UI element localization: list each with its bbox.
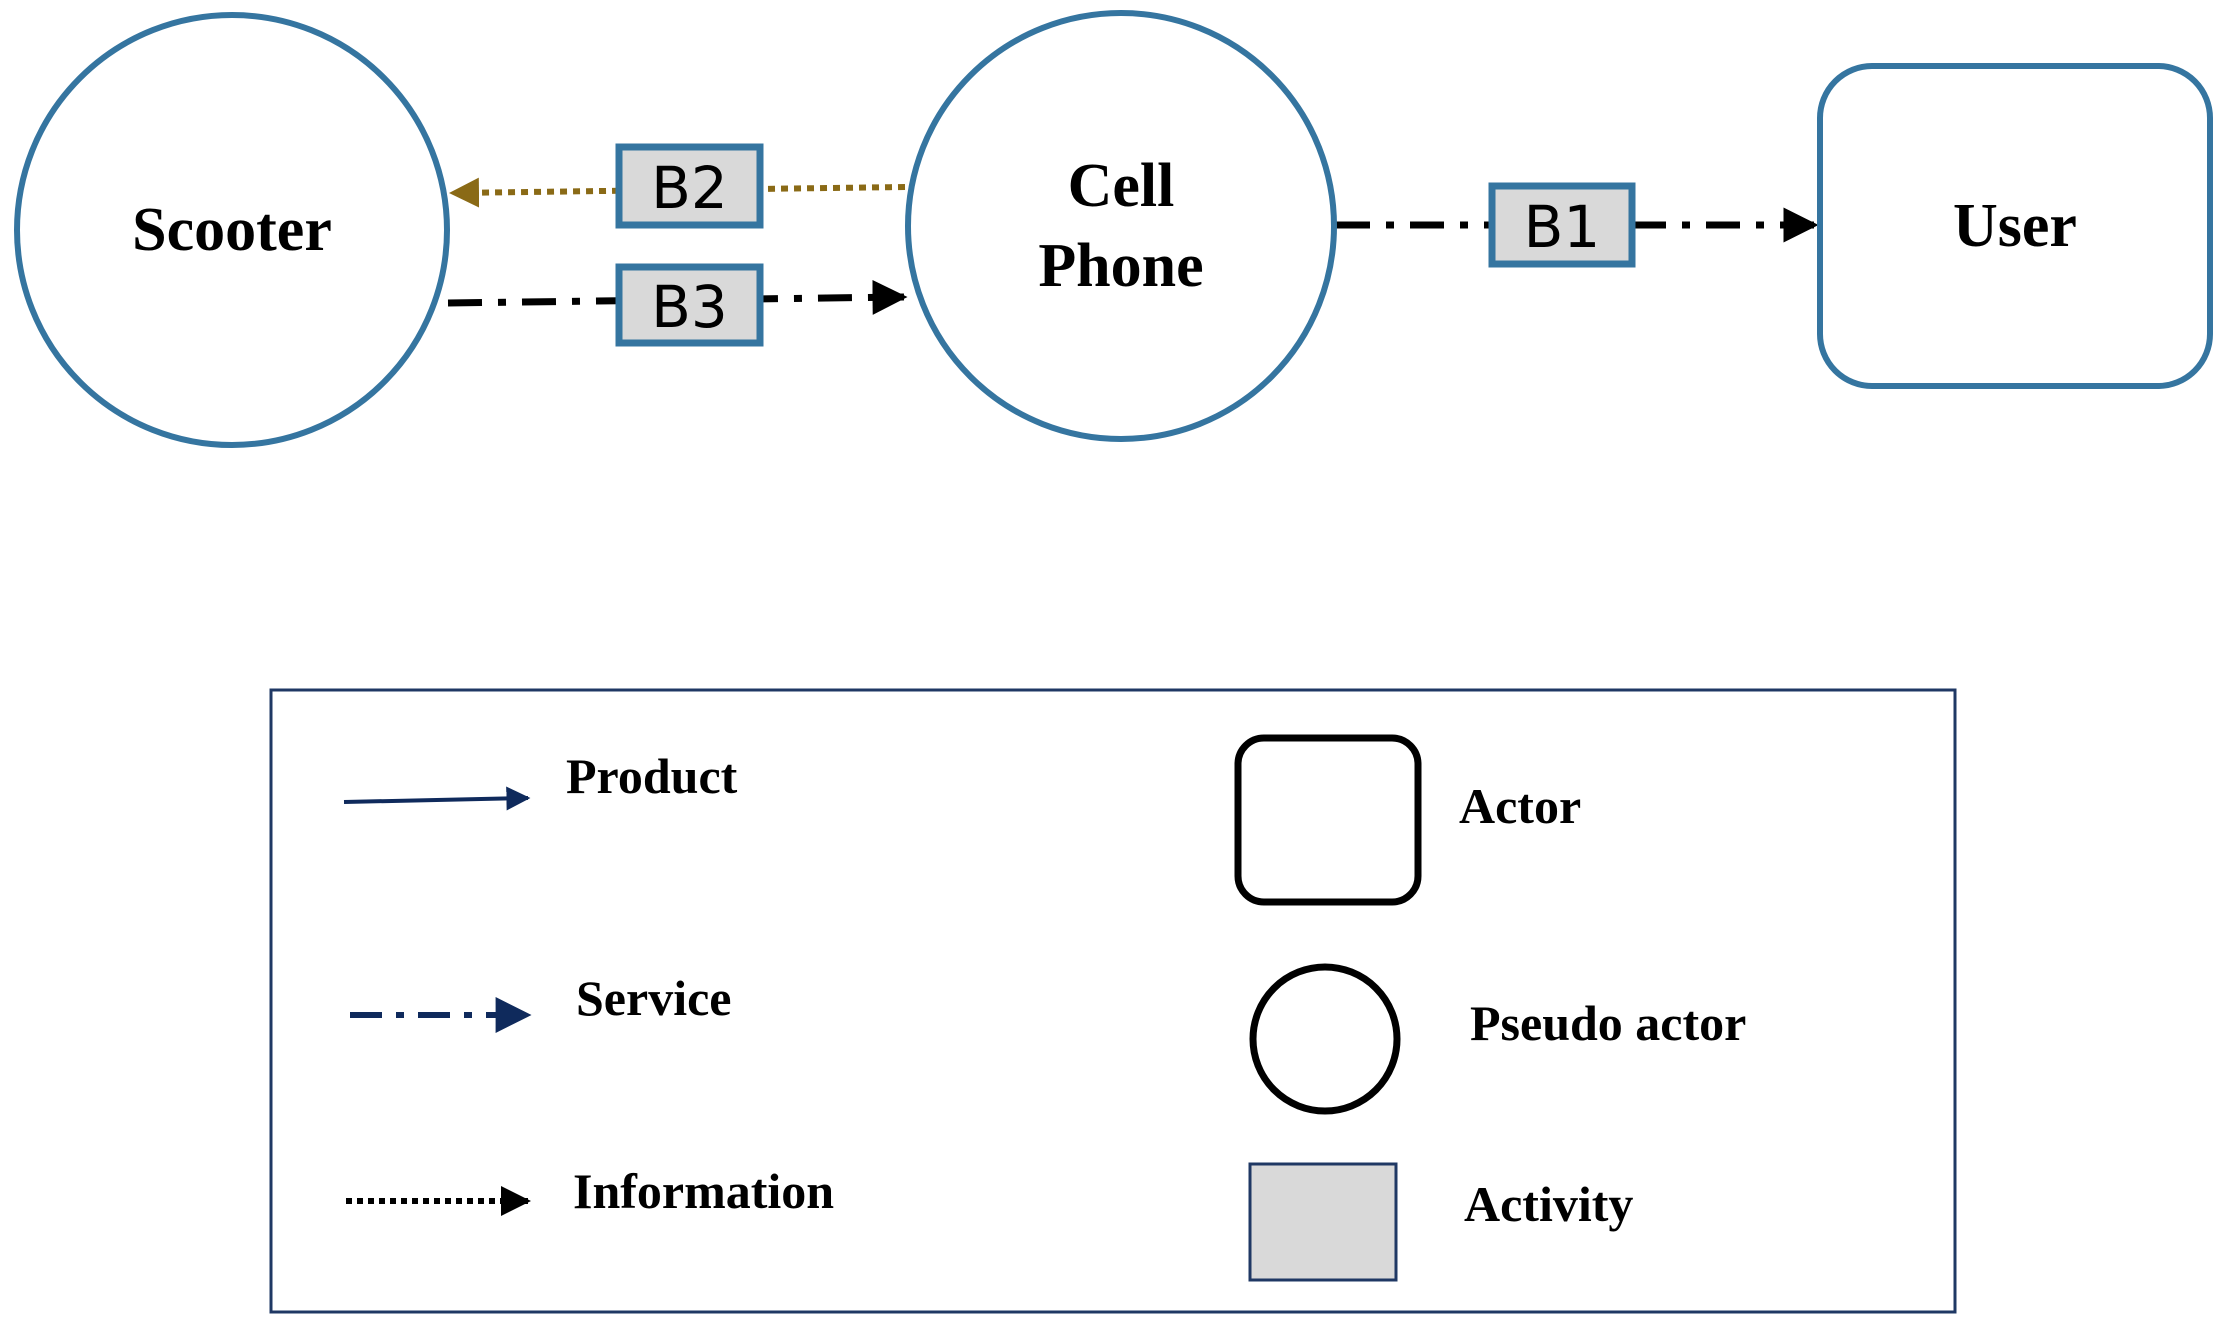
scooter-circle: [14, 12, 450, 448]
activity-b2-label: B2: [651, 154, 728, 222]
node-user: User: [1817, 63, 2213, 389]
activity-b1-box: [1488, 182, 1636, 268]
cell-phone-label-line1: Cell: [1068, 152, 1175, 220]
legend-activity-label: Activity: [1464, 1176, 1633, 1232]
activity-b3-label: B3: [651, 273, 728, 341]
activity-b2-box: [615, 143, 764, 229]
legend-information-label: Information: [573, 1163, 834, 1219]
scooter-label: Scooter: [132, 196, 332, 264]
activity-b3: B3: [615, 263, 764, 347]
legend-actor-label: Actor: [1459, 778, 1581, 834]
legend-actor-symbol: [1234, 734, 1422, 906]
activity-b3-box: [615, 263, 764, 347]
user-label: User: [1953, 192, 2077, 260]
legend-pseudo-actor-symbol: [1249, 963, 1401, 1115]
legend-pseudo-actor-label: Pseudo actor: [1470, 995, 1746, 1051]
legend-frame: [269, 688, 1957, 1314]
user-rounded-rect: [1817, 63, 2213, 389]
legend-product-arrow: [343, 786, 531, 811]
activity-b1: B1: [1488, 182, 1636, 268]
activity-b2: B2: [615, 143, 764, 229]
cell-phone-circle: [905, 10, 1337, 442]
legend: Product Service Information Actor Pseudo…: [269, 688, 1957, 1314]
activity-b1-label: B1: [1524, 193, 1601, 261]
node-scooter: Scooter: [14, 12, 450, 448]
legend-product-label: Product: [566, 748, 738, 804]
legend-activity-symbol: [1248, 1162, 1398, 1282]
cell-phone-label-line2: Phone: [1038, 232, 1203, 300]
node-cell-phone: Cell Phone: [905, 10, 1337, 442]
legend-service-label: Service: [576, 970, 731, 1026]
